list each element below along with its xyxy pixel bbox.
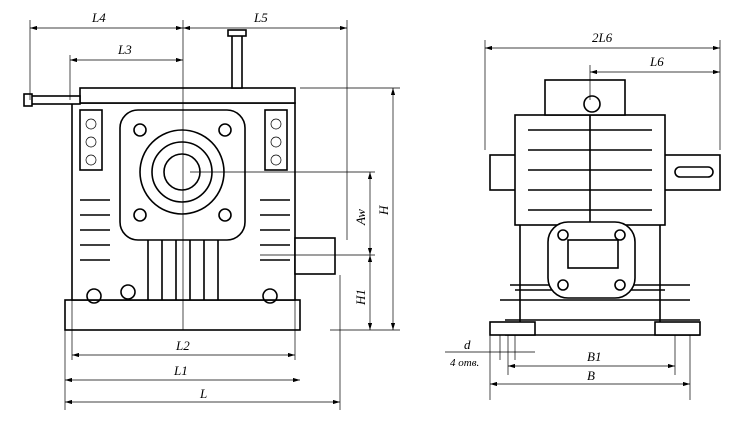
input-shaft — [27, 95, 81, 105]
right-foot — [654, 321, 701, 336]
front-view: L4 L5 L3 L2 L1 L H Aw H1 — [23, 10, 400, 410]
dim-H1: H1 — [353, 289, 368, 306]
fins-left — [80, 199, 110, 261]
side-box — [294, 237, 336, 275]
dim-L4: L4 — [91, 10, 106, 25]
dim-L1: L1 — [173, 363, 188, 378]
left-shaft — [489, 154, 519, 191]
lower-flange — [547, 221, 636, 299]
left-foot — [489, 321, 536, 336]
dim-d: d — [464, 337, 471, 352]
dim-holes: 4 отв. — [450, 357, 479, 369]
dim-L6: L6 — [649, 54, 664, 69]
dim-L2: L2 — [175, 338, 190, 353]
fins-bottom — [147, 240, 219, 300]
side-view: 2L6 L6 d 4 отв. B1 B — [445, 30, 721, 400]
dim-2L6: 2L6 — [592, 30, 613, 45]
base-plate — [64, 299, 301, 331]
handle — [231, 33, 243, 89]
dim-L3: L3 — [117, 42, 132, 57]
right-shaft — [661, 154, 721, 191]
dim-L: L — [199, 386, 207, 401]
top-plate — [79, 87, 296, 104]
dim-Aw: Aw — [353, 209, 368, 226]
dim-B: B — [587, 368, 595, 383]
dim-H: H — [376, 205, 391, 216]
top-box — [544, 79, 626, 116]
dim-B1: B1 — [587, 349, 601, 364]
dim-L5: L5 — [253, 10, 268, 25]
fins-right — [260, 199, 290, 261]
